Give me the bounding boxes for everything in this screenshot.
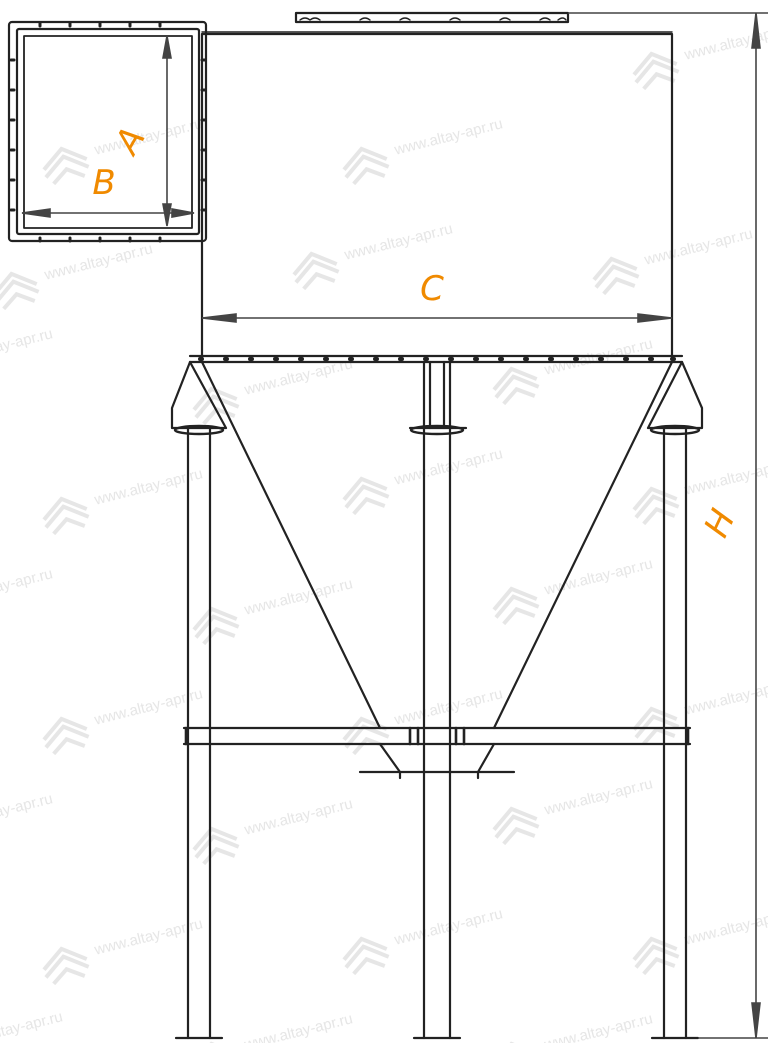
watermark-logo-icon <box>492 806 540 846</box>
watermark-text: www.altay-apr.ru <box>392 685 505 729</box>
hopper-cone <box>200 360 674 730</box>
watermark-mark: www.altay-apr.ru <box>0 1008 64 1043</box>
watermark-text: www.altay-apr.ru <box>542 775 655 819</box>
leg-centre <box>422 426 452 1040</box>
watermark-logo-icon <box>342 476 390 516</box>
watermark-text: www.altay-apr.ru <box>392 445 505 489</box>
watermark-mark: www.altay-apr.ru <box>42 465 204 536</box>
watermark-text: www.altay-apr.ru <box>542 1010 655 1043</box>
watermark-text: www.altay-apr.ru <box>0 1008 64 1043</box>
watermark-logo-icon <box>632 936 680 976</box>
watermark-mark: www.altay-apr.ru <box>632 455 768 526</box>
cross-beam <box>182 726 692 746</box>
watermark-text: www.altay-apr.ru <box>42 240 155 284</box>
watermark-logo-icon <box>592 256 640 296</box>
inlet-opening <box>23 35 193 229</box>
watermark-text: www.altay-apr.ru <box>0 565 54 609</box>
watermark-mark: www.altay-apr.ru <box>632 20 768 91</box>
watermark-text: www.altay-apr.ru <box>682 455 768 499</box>
upper-body <box>200 32 674 360</box>
watermark-logo-icon <box>492 1041 540 1043</box>
watermark-logo-icon <box>42 946 90 986</box>
watermark-logo-icon <box>192 606 240 646</box>
watermark-text: www.altay-apr.ru <box>242 1010 355 1043</box>
watermark-mark: www.altay-apr.ru <box>492 1010 655 1043</box>
watermark-logo-icon <box>492 586 540 626</box>
dim-b-arrow-right <box>171 208 195 218</box>
watermark-text: www.altay-apr.ru <box>342 220 455 264</box>
dim-b-label: B <box>92 163 115 203</box>
watermark-logo-icon <box>0 271 40 311</box>
watermark-logo-icon <box>42 146 90 186</box>
dim-c-arrow-left <box>201 313 237 323</box>
watermark-logo-icon <box>192 1041 240 1043</box>
dim-a-label: A <box>106 120 153 162</box>
leg-cap-right <box>649 424 701 436</box>
watermark-text: www.altay-apr.ru <box>542 555 655 599</box>
inlet-flange-inner <box>15 27 201 236</box>
cross-beam-joints <box>184 726 690 746</box>
watermark-mark: www.altay-apr.ru <box>0 790 54 834</box>
watermark-logo-icon <box>632 51 680 91</box>
dim-a-arrow-top <box>162 35 172 59</box>
dim-c-label: C <box>420 269 444 309</box>
watermark-text: www.altay-apr.ru <box>0 325 54 369</box>
leg-left <box>186 426 212 1040</box>
watermark-text: www.altay-apr.ru <box>682 675 768 719</box>
watermark-mark: www.altay-apr.ru <box>192 795 355 866</box>
watermark-logo-icon <box>492 366 540 406</box>
watermark-text: www.altay-apr.ru <box>0 790 54 834</box>
watermark-mark: www.altay-apr.ru <box>632 905 768 976</box>
inlet-flange-outer <box>7 20 208 243</box>
dim-h-label: H <box>696 503 743 543</box>
watermark-logo-icon <box>342 936 390 976</box>
watermark-mark: www.altay-apr.ru <box>192 575 355 646</box>
leg-cap-centre <box>409 424 465 436</box>
dim-c-arrow-right <box>637 313 673 323</box>
watermark-text: www.altay-apr.ru <box>242 795 355 839</box>
watermark-mark: www.altay-apr.ru <box>632 675 768 746</box>
top-lid-hatch <box>299 17 567 21</box>
hopper-shoulder-right <box>646 360 704 430</box>
watermark-mark: www.altay-apr.ru <box>492 335 654 406</box>
dim-b-arrow-left <box>21 208 51 218</box>
watermark-mark: www.altay-apr.ru <box>492 775 655 846</box>
dim-h-arrow-bottom <box>751 1002 761 1039</box>
watermark-logo-icon <box>42 496 90 536</box>
leg-right <box>662 426 688 1040</box>
watermark-mark: www.altay-apr.ru <box>0 565 54 609</box>
watermark-logo-icon <box>342 146 390 186</box>
watermark-mark: www.altay-apr.ru <box>0 240 155 311</box>
top-lid <box>294 11 570 24</box>
watermark-mark: www.altay-apr.ru <box>42 685 204 756</box>
watermark-text: www.altay-apr.ru <box>392 115 505 159</box>
rim-flange <box>188 354 684 364</box>
hopper-structure <box>7 11 704 1040</box>
watermark-text: www.altay-apr.ru <box>392 905 505 949</box>
hopper-shoulder-left <box>170 360 228 430</box>
watermark-mark: www.altay-apr.ru <box>592 225 755 296</box>
centre-stiffener <box>422 360 452 430</box>
watermark-mark: www.altay-apr.ru <box>342 115 505 186</box>
dim-h-arrow-top <box>751 12 761 49</box>
watermark-logo-icon <box>42 716 90 756</box>
watermark-logo-icon <box>632 706 680 746</box>
dimension-lines <box>21 12 768 1039</box>
watermark-text: www.altay-apr.ru <box>642 225 755 269</box>
watermark-logo-icon <box>292 251 340 291</box>
watermark-text: www.altay-apr.ru <box>682 905 768 949</box>
watermark-text: www.altay-apr.ru <box>242 575 355 619</box>
watermark-mark: www.altay-apr.ru <box>42 915 204 986</box>
leg-cap-left <box>173 424 225 436</box>
watermark-logo-icon <box>192 826 240 866</box>
watermark-logo-icon <box>632 486 680 526</box>
watermark-mark: www.altay-apr.ru <box>0 325 54 369</box>
discharge-outlet <box>358 742 516 780</box>
inlet-flange-bolts <box>9 21 207 243</box>
